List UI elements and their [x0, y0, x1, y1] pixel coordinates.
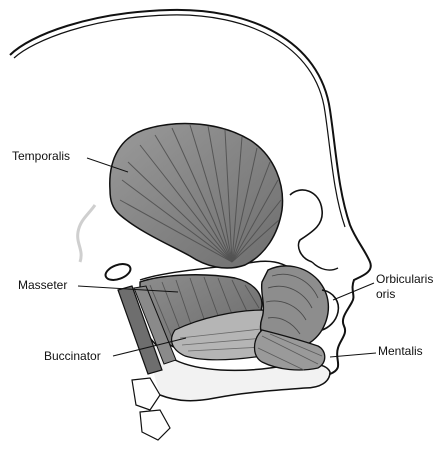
orbicularis-oris-label-line2: oris	[376, 287, 395, 301]
masseter-label: Masseter	[18, 278, 67, 292]
buccinator-label: Buccinator	[44, 349, 101, 363]
temporalis-muscle	[110, 124, 283, 269]
cranial-suture-line	[78, 205, 95, 262]
nasal-bone-outline	[312, 262, 338, 270]
mentalis-label: Mentalis	[378, 344, 423, 358]
orbit-rim-outline	[290, 190, 322, 262]
temporalis-label: Temporalis	[12, 149, 70, 163]
zygomatic-foramen-shape	[103, 261, 132, 283]
orbicularis-oris-label-line1: Orbicularis	[376, 272, 433, 286]
